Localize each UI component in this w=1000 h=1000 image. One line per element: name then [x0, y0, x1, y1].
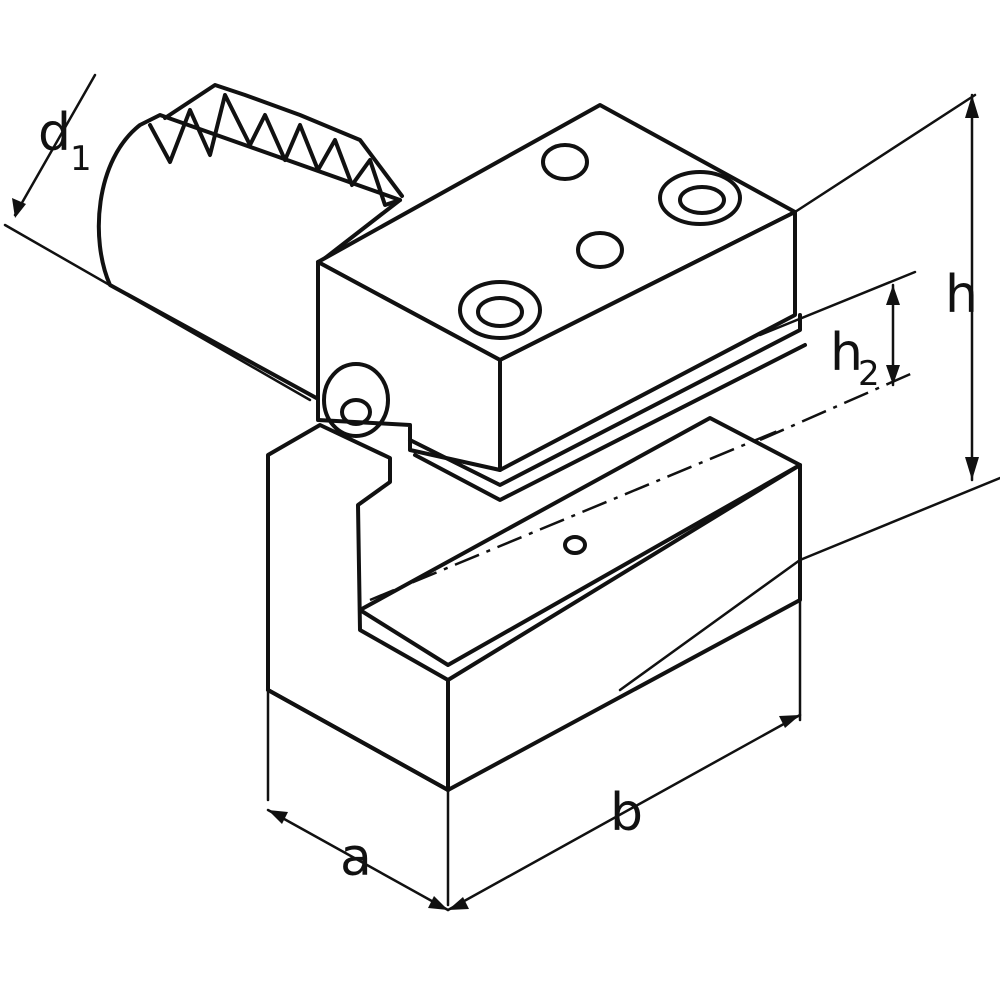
side-screw-outer	[322, 362, 390, 438]
base-bottom-edge	[266, 688, 450, 792]
b-label: b	[610, 783, 643, 843]
d1-dimension-line	[13, 73, 97, 217]
h2-extension-top	[758, 270, 917, 337]
head-side-face	[498, 210, 797, 472]
h-extension-bottom	[798, 476, 1000, 562]
d1-subscript: 1	[70, 139, 92, 179]
top-hole-2	[576, 231, 624, 269]
d1-arrowhead	[12, 198, 26, 218]
base-centerline	[369, 428, 781, 602]
a-arrow-left	[268, 810, 288, 824]
a-label: a	[340, 828, 372, 888]
a-dimension-line	[266, 808, 450, 912]
shank-serrations	[148, 93, 402, 207]
counterbore-1-inner	[476, 296, 524, 328]
top-hole-1	[541, 143, 589, 181]
counterbore-1-outer	[458, 280, 542, 340]
b-arrow-left	[448, 897, 469, 910]
h-arrow-bottom	[965, 457, 979, 480]
h-extension-top	[793, 93, 977, 214]
base-chamfer-line	[618, 558, 802, 692]
base-top-face	[358, 416, 802, 667]
d1-extension-line	[3, 223, 312, 402]
a-arrow-right	[428, 896, 448, 910]
head-lower-plate-2	[413, 343, 807, 502]
counterbore-2-outer	[658, 170, 742, 226]
shank-serration-crest	[163, 83, 404, 198]
base-hole	[563, 535, 587, 555]
h2-extension-bottom	[759, 370, 916, 442]
h-label: h	[945, 265, 978, 325]
counterbore-2-inner	[678, 185, 726, 215]
head-lower-plate	[408, 313, 802, 487]
b-arrow-right	[779, 715, 800, 728]
h-arrow-top	[965, 95, 979, 118]
h2-arrow-top	[886, 285, 900, 305]
h2-subscript: 2	[858, 354, 880, 394]
h2-arrow-bottom	[886, 365, 900, 385]
d1-label: d	[38, 103, 71, 163]
h2-label: h	[830, 323, 863, 383]
b-dimension-line	[446, 713, 802, 912]
side-screw-inner	[340, 398, 372, 426]
